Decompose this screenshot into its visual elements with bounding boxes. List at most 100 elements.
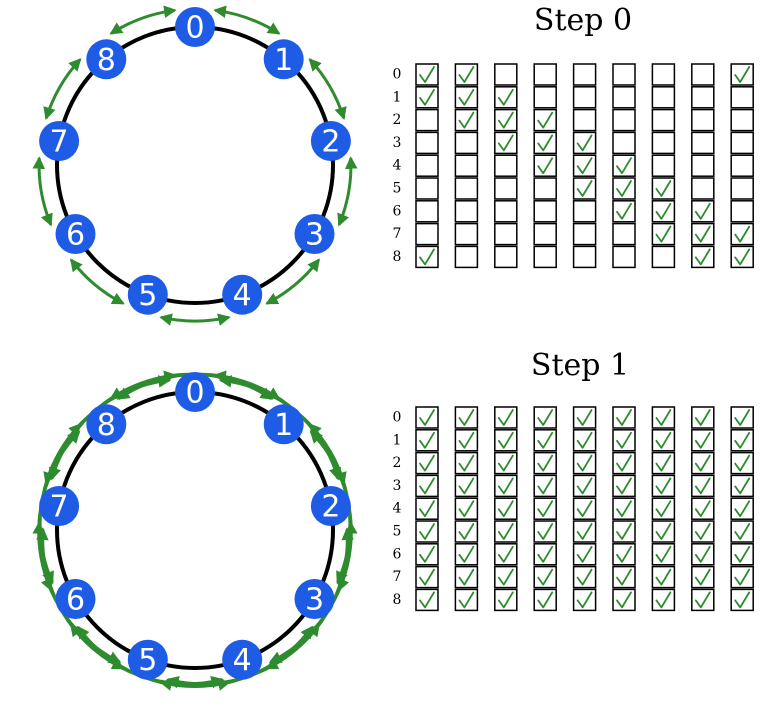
grid-cell (572, 543, 597, 566)
check-mark-icon (458, 500, 475, 518)
node-label: 3 (305, 218, 324, 253)
row-label: 3 (393, 135, 402, 151)
grid-cell (533, 63, 557, 86)
grid-cell (612, 108, 636, 132)
check-mark-icon (616, 409, 632, 426)
check-mark-icon (616, 477, 632, 495)
grid-cell (533, 245, 557, 269)
grid-cell (612, 245, 636, 269)
exchange-arrow (48, 372, 274, 481)
grid-cell (494, 474, 518, 498)
check-mark-icon (655, 409, 672, 426)
grid-cell (454, 406, 479, 429)
grid-cell (415, 222, 439, 246)
row-label: 8 (393, 249, 402, 265)
grid-cell (691, 177, 715, 200)
row-label: 5 (393, 524, 402, 540)
check-mark-icon (694, 545, 711, 563)
check-mark-icon (419, 545, 435, 563)
grid-cell (572, 222, 597, 246)
cell-box (494, 154, 518, 177)
exchange-arrow (43, 58, 82, 121)
node-circle (127, 274, 168, 315)
cell-box (533, 86, 557, 109)
grid-cell (494, 565, 518, 589)
cell-box (454, 245, 479, 269)
grid-cell (612, 588, 636, 612)
cell-box (494, 222, 518, 246)
cell-box (454, 222, 479, 246)
grid-cell (572, 108, 597, 132)
check-mark-icon (576, 180, 593, 197)
cell-box (533, 222, 557, 246)
check-mark-icon (537, 545, 554, 563)
grid-cell (454, 222, 479, 246)
grid-cell (454, 108, 479, 132)
node-label: 5 (138, 643, 157, 678)
check-mark-icon (537, 111, 554, 129)
cell-box (415, 222, 439, 246)
check-mark-icon (576, 568, 593, 586)
check-mark-icon (576, 431, 593, 449)
node-label: 2 (321, 490, 340, 525)
grid-cell (415, 63, 439, 86)
check-mark-icon (694, 454, 711, 472)
check-mark-icon (537, 523, 554, 540)
ring-node: 1 (263, 404, 304, 445)
check-mark-icon (497, 477, 514, 495)
cell-box (454, 177, 479, 200)
grid-cell (612, 451, 636, 475)
cell-box (572, 200, 597, 223)
grid-cell (691, 131, 715, 155)
grid-cell (415, 177, 439, 200)
node-label: 4 (233, 278, 252, 313)
cell-box (691, 63, 715, 86)
check-mark-icon (537, 500, 554, 518)
check-mark-icon (734, 454, 751, 472)
check-mark-icon (694, 248, 711, 266)
grid-cell (572, 131, 597, 155)
node-circle (175, 7, 215, 47)
row-label: 1 (393, 89, 402, 105)
grid-cell (415, 200, 439, 223)
cell-box (454, 131, 479, 155)
grid-cell (651, 451, 676, 475)
ring-node: 5 (127, 274, 168, 315)
grid-cell (454, 131, 479, 155)
check-mark-icon (497, 500, 514, 518)
grid-cell (651, 406, 676, 429)
node-label: 8 (97, 408, 116, 443)
grid-cell (454, 520, 479, 543)
ring-node: 3 (294, 579, 335, 619)
check-mark-icon (458, 523, 475, 540)
grid-cell (572, 588, 597, 612)
grid-cell (494, 131, 518, 155)
cell-box (651, 131, 676, 155)
grid-cell (454, 86, 479, 109)
grid-cell (415, 406, 439, 429)
grid-cell (730, 543, 754, 566)
grid-cell (730, 565, 754, 589)
check-mark-icon (694, 431, 711, 449)
check-mark-icon (497, 523, 514, 540)
node-label: 5 (138, 278, 157, 313)
check-mark-icon (537, 431, 554, 449)
grid-cell (533, 222, 557, 246)
cell-box (691, 177, 715, 200)
node-circle (127, 639, 168, 680)
check-mark-icon (537, 157, 554, 175)
check-mark-icon (419, 88, 435, 106)
node-circle (263, 39, 304, 80)
check-mark-icon (419, 591, 435, 609)
grid-cell (730, 474, 754, 498)
cell-box (612, 108, 636, 132)
check-mark-icon (576, 545, 593, 563)
check-mark-icon (655, 568, 672, 586)
grid-cell (494, 543, 518, 566)
grid-cell (494, 497, 518, 520)
cell-box (415, 108, 439, 132)
check-mark-icon (616, 545, 632, 563)
grid-cell (533, 108, 557, 132)
cell-box (730, 154, 754, 177)
